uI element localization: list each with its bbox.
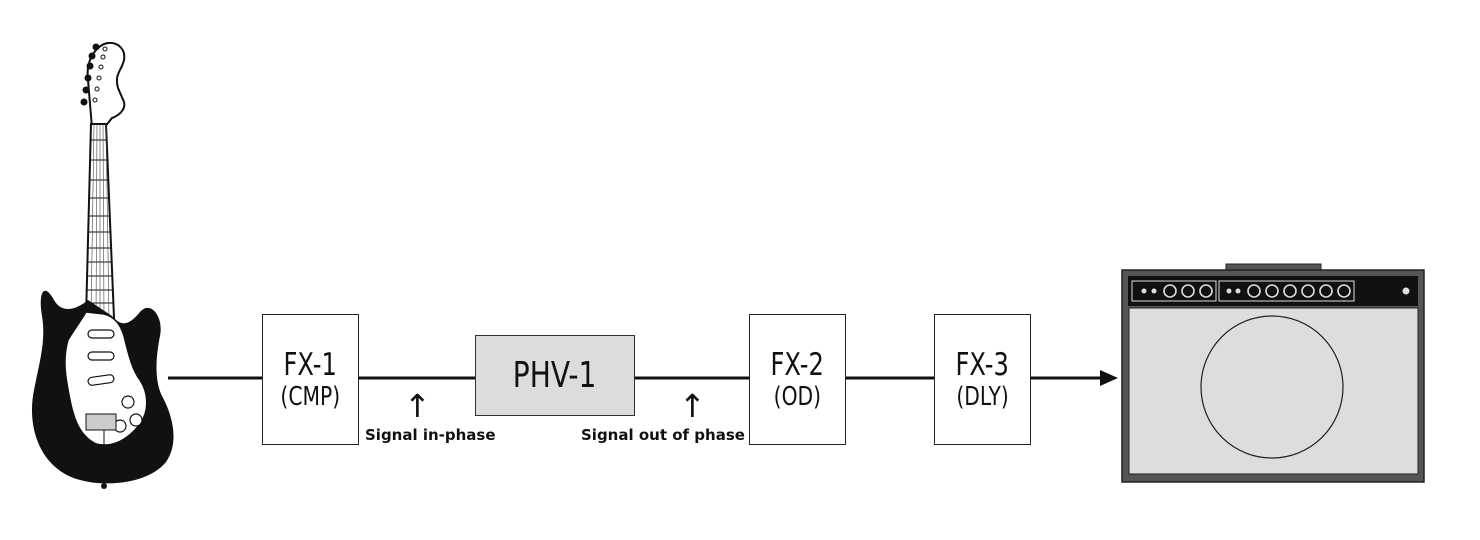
note-signal-in-phase: Signal in-phase [365,426,496,444]
arrowhead-to-amp [1100,370,1118,386]
guitar-amplifier-icon [1121,263,1425,483]
fx1-box: FX-1 (CMP) [262,314,359,445]
phv1-title: PHV-1 [513,354,597,396]
fx2-title: FX-2 [770,346,825,383]
fx2-box: FX-2 (OD) [749,314,846,445]
fx2-subtitle: (OD) [773,381,822,412]
fx3-subtitle: (DLY) [956,381,1009,412]
electric-guitar-icon [31,42,174,489]
fx1-title: FX-1 [283,346,338,383]
note-signal-out-of-phase: Signal out of phase [581,426,745,444]
amp-speaker [1200,315,1344,459]
phv1-box: PHV-1 [475,335,635,416]
up-arrow-icon: ↑ [679,387,706,425]
fx3-title: FX-3 [955,346,1010,383]
fx1-subtitle: (CMP) [280,381,341,412]
fx3-box: FX-3 (DLY) [934,314,1031,445]
up-arrow-icon: ↑ [404,387,431,425]
